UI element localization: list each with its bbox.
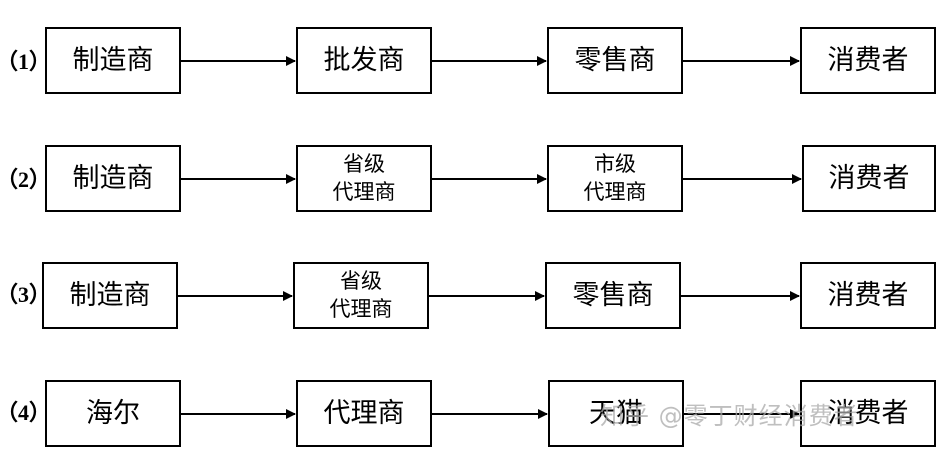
row-3-node-consumer: 消费者	[800, 262, 936, 329]
row-4-node-agent: 代理商	[296, 380, 432, 447]
row-3-label: （3）	[0, 282, 52, 307]
watermark: 知乎 @零丁财经消费者	[600, 402, 859, 430]
row-1-node-retailer: 零售商	[547, 27, 683, 94]
row-3-node-manufacturer: 制造商	[42, 262, 178, 329]
node-label-line-2: 代理商	[332, 179, 396, 204]
node-label: 消费者	[828, 162, 910, 194]
node-label-line-2: 代理商	[329, 296, 393, 321]
row-1-node-wholesaler: 批发商	[296, 27, 432, 94]
node-label-line-1: 省级	[343, 152, 385, 177]
row-4-node-consumer: 消费者	[800, 380, 936, 447]
node-label: 海尔	[86, 397, 140, 429]
node-label: 制造商	[69, 279, 151, 311]
row-2-node-consumer: 消费者	[802, 145, 936, 212]
node-label: 零售商	[572, 279, 654, 311]
node-label: 制造商	[72, 162, 154, 194]
node-label: 消费者	[827, 44, 909, 76]
node-label: 天猫	[589, 397, 643, 429]
row-1-label: （1）	[0, 49, 52, 74]
node-label-line-1: 市级	[594, 152, 636, 177]
node-label: 零售商	[574, 44, 656, 76]
row-1-node-consumer: 消费者	[800, 27, 936, 94]
node-label: 制造商	[72, 44, 154, 76]
row-2-label: （2）	[0, 167, 52, 192]
row-1-node-manufacturer: 制造商	[45, 27, 181, 94]
node-label: 消费者	[827, 279, 909, 311]
row-4-node-tmall: 天猫	[548, 380, 684, 447]
row-4-node-haier: 海尔	[45, 380, 181, 447]
node-label: 消费者	[827, 397, 909, 429]
node-label: 批发商	[323, 44, 405, 76]
node-label-line-2: 代理商	[583, 179, 647, 204]
node-label: 代理商	[323, 397, 405, 429]
row-2-node-city-agent: 市级 代理商	[547, 145, 683, 212]
row-3-node-provincial-agent: 省级 代理商	[293, 262, 429, 329]
row-3-node-retailer: 零售商	[545, 262, 681, 329]
node-label-line-1: 省级	[340, 269, 382, 294]
row-4-label: （4）	[0, 400, 52, 425]
row-2-node-provincial-agent: 省级 代理商	[296, 145, 432, 212]
row-2-node-manufacturer: 制造商	[45, 145, 181, 212]
